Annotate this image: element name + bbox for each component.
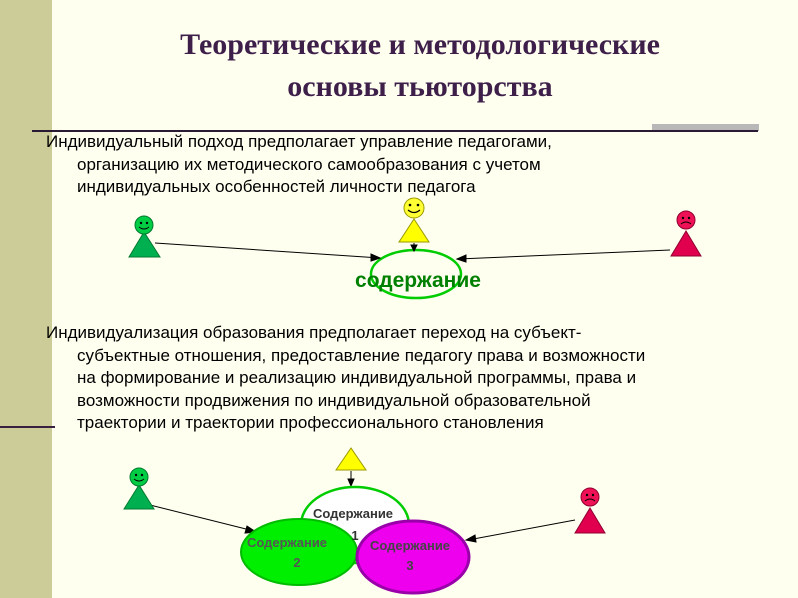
yellow-person-icon [398,197,430,243]
red-person-icon [670,210,702,257]
paragraph2-line-1: Индивидуализация образования предполагае… [46,323,582,342]
arrowhead-yellow-2 [347,478,355,488]
diagram-1: содержание [128,197,702,300]
sidebar-divider [0,426,55,428]
content-1-label: Содержание [313,506,393,521]
paragraph-individual-approach: Индивидуальный подход предполагает управ… [46,131,766,199]
arrowhead-yellow [410,244,418,253]
arrowhead-red-2 [464,534,477,543]
content-ellipse [369,248,463,300]
content-2-label: Содержание [247,535,327,550]
arrowhead-green [370,253,382,262]
green-person-icon [128,215,161,258]
paragraph1-line-3: индивидуальных особенностей личности пед… [77,177,476,196]
yellow-person-icon-2 [335,447,367,471]
title-line-1: Теоретические и методологические [180,28,660,61]
content-2-number: 2 [293,555,300,570]
paragraph2-line-4: возможности продвижения по индивидуально… [77,390,591,410]
content-ellipse-2 [240,518,358,586]
red-person-icon-2 [574,487,606,534]
green-person-icon-2 [123,467,155,510]
title-line-2: основы тьюторства [287,70,553,103]
content-label: содержание [355,269,481,292]
content-ellipse-3 [355,519,471,595]
diagram-2: Содержание 1 Содержание 2 Содержание 3 [123,447,606,595]
paragraph2-line-2: субъектные отношения, предоставление пед… [77,345,646,365]
paragraph2-line-3: на формирование и реализацию индивидуаль… [77,368,637,387]
sidebar-bar [0,0,52,598]
title-rule-accent [652,124,759,131]
paragraph2-line-5: траектории и траектории профессиональног… [77,413,544,432]
arrow-red-to-content [457,249,671,260]
content-1-number: 1 [351,528,358,543]
slide-title: Теоретические и методологические основы … [60,24,780,108]
arrowhead-red [455,254,467,263]
arrow-green-to-content [154,242,381,259]
title-rule [32,130,758,132]
arrow-green-to-content-2 [149,504,255,532]
arrow-red-to-content-3 [467,519,576,541]
paragraph1-line-1: Индивидуальный подход предполагает управ… [46,132,552,151]
paragraph1-line-2: организацию их методического самообразов… [77,154,541,174]
content-3-number: 3 [406,558,413,573]
paragraph-individualization: Индивидуализация образования предполагае… [46,322,766,435]
content-3-label: Содержание [370,538,450,553]
